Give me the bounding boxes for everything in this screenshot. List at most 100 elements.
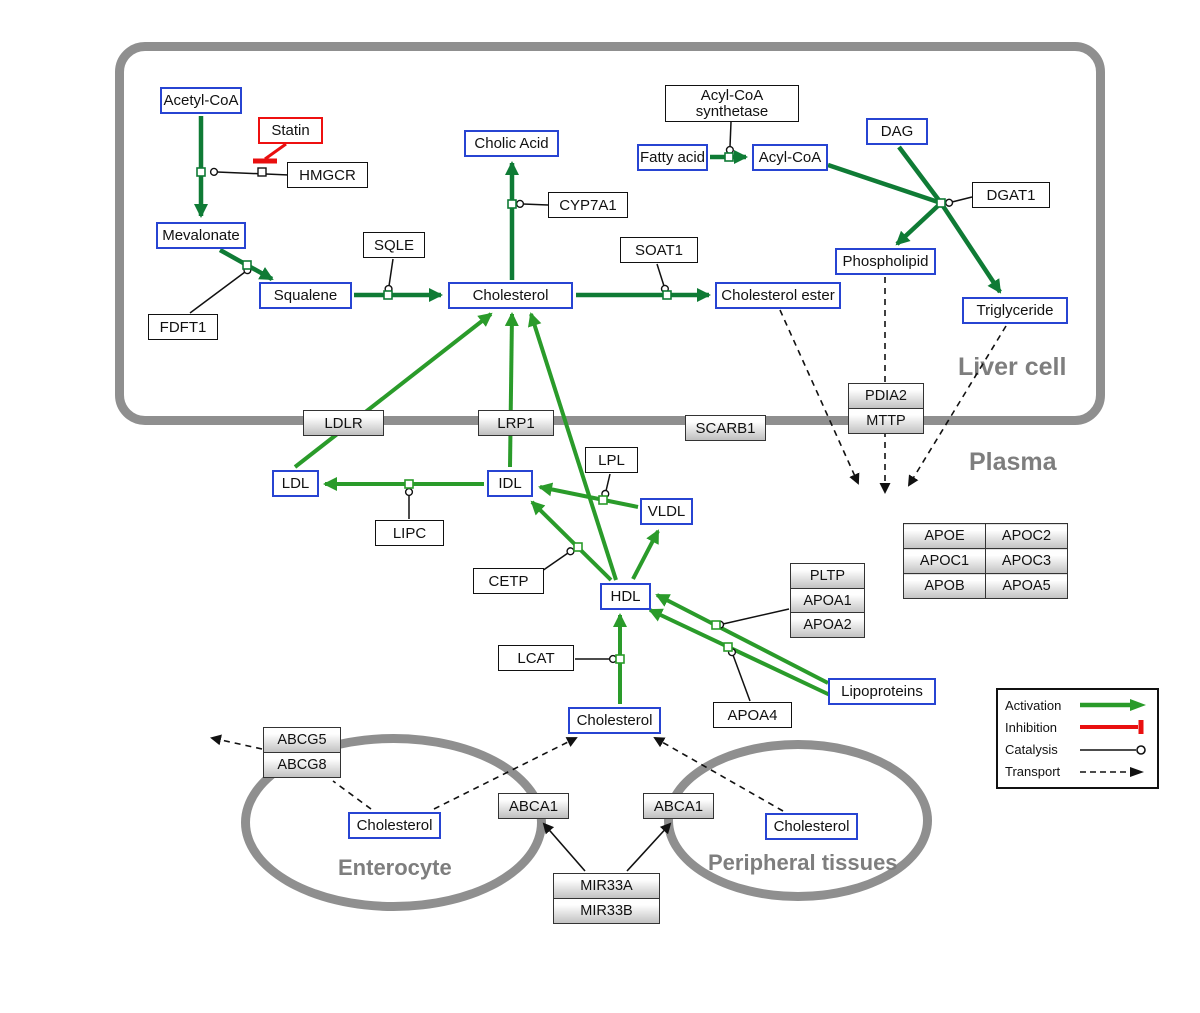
edge-idl-cholesterol-via-lrp1: [504, 312, 519, 468]
node-mir33a[interactable]: MIR33A: [553, 873, 660, 899]
catalysis-cetp: [541, 547, 575, 572]
node-lipoproteins[interactable]: Lipoproteins: [828, 678, 936, 705]
node-abca1-right[interactable]: ABCA1: [643, 793, 714, 819]
node-mttp[interactable]: MTTP: [848, 407, 924, 434]
node-cholesterol-ester[interactable]: Cholesterol ester: [715, 282, 841, 309]
node-apoc2[interactable]: APOC2: [985, 523, 1068, 549]
junction-apoa4: [723, 642, 733, 652]
node-acyl-coa[interactable]: Acyl-CoA: [752, 144, 828, 171]
node-acyl-coa-synthetase[interactable]: Acyl-CoA synthetase: [665, 85, 799, 122]
node-hdl[interactable]: HDL: [600, 583, 651, 610]
edge-statin-inhibition: [264, 142, 287, 161]
node-lpl[interactable]: LPL: [585, 447, 638, 473]
junction-cetp: [573, 542, 583, 552]
node-phospholipid[interactable]: Phospholipid: [835, 248, 936, 275]
transport-abcg-efflux: [210, 734, 263, 750]
transport-cholesterol-to-abcg: [332, 780, 372, 810]
catalysis-soat1: [656, 263, 670, 293]
node-abcg8[interactable]: ABCG8: [263, 751, 341, 778]
node-apoe[interactable]: APOE: [903, 523, 986, 549]
liver-cell-compartment: [115, 42, 1105, 425]
catalysis-sqle: [384, 258, 394, 294]
legend-row-catalysis: Catalysis: [1005, 742, 1150, 758]
node-acetyl-coa[interactable]: Acetyl-CoA: [160, 87, 242, 114]
node-sqle[interactable]: SQLE: [363, 232, 425, 258]
transport-edges: [210, 277, 1007, 812]
edge-hdl-vldl: [631, 529, 660, 580]
node-dgat1[interactable]: DGAT1: [972, 182, 1050, 208]
node-ldlr[interactable]: LDLR: [303, 410, 384, 436]
node-apoa4[interactable]: APOA4: [713, 702, 792, 728]
node-apoc3[interactable]: APOC3: [985, 548, 1068, 574]
junction-acylcoa-synthetase: [724, 152, 734, 162]
legend-row-inhibition: Inhibition: [1005, 719, 1150, 735]
legend-transport-label: Transport: [1005, 764, 1061, 780]
node-cholesterol-liver[interactable]: Cholesterol: [448, 282, 573, 309]
pltp-apoa-stack: PLTP APOA1 APOA2: [790, 563, 865, 639]
node-apoa5[interactable]: APOA5: [985, 573, 1068, 599]
node-cholesterol-enterocyte[interactable]: Cholesterol: [348, 812, 441, 839]
junction-sqle: [383, 290, 393, 300]
pdia2-mttp-stack: PDIA2 MTTP: [848, 383, 924, 434]
node-statin[interactable]: Statin: [258, 117, 323, 144]
junction-dgat1: [936, 198, 946, 208]
node-abcg5[interactable]: ABCG5: [263, 727, 341, 753]
node-lipc[interactable]: LIPC: [375, 520, 444, 546]
catalysis-hmgcr: [209, 167, 290, 176]
edge-hdl-idl-via-cetp: [530, 500, 613, 582]
edge-dag-dgat1-junction: [897, 145, 943, 205]
node-triglyceride[interactable]: Triglyceride: [962, 297, 1068, 324]
node-pltp[interactable]: PLTP: [790, 563, 865, 589]
node-squalene[interactable]: Squalene: [259, 282, 352, 309]
edge-ldl-cholesterol-via-ldlr: [293, 312, 493, 469]
legend-activation-label: Activation: [1005, 697, 1062, 713]
node-abca1-left[interactable]: ABCA1: [498, 793, 569, 819]
node-idl[interactable]: IDL: [487, 470, 533, 497]
node-hmgcr[interactable]: HMGCR: [287, 162, 368, 188]
legend-row-activation: Activation: [1005, 697, 1150, 713]
inhibition-tbar-icon: [1080, 720, 1144, 735]
node-apoa1[interactable]: APOA1: [790, 587, 865, 614]
node-apoc1[interactable]: APOC1: [903, 548, 986, 574]
node-apoa2[interactable]: APOA2: [790, 612, 865, 639]
transport-enterocyte-cholesterol: [433, 737, 578, 810]
node-fatty-acid[interactable]: Fatty acid: [637, 144, 708, 171]
legend-row-transport: Transport: [1005, 764, 1150, 780]
catalysis-dgat1: [944, 196, 973, 207]
acyl-coa-synthetase-line1: Acyl-CoA: [700, 86, 764, 104]
node-lcat[interactable]: LCAT: [498, 645, 574, 671]
node-apob[interactable]: APOB: [903, 573, 986, 599]
node-cholesterol-plasma[interactable]: Cholesterol: [568, 707, 661, 734]
reaction-junctions: [196, 152, 946, 664]
node-cholic-acid[interactable]: Cholic Acid: [464, 130, 559, 157]
node-mir33b[interactable]: MIR33B: [553, 897, 660, 924]
node-mevalonate[interactable]: Mevalonate: [156, 222, 246, 249]
node-ldl[interactable]: LDL: [272, 470, 319, 497]
activation-arrow-icon: [1080, 699, 1146, 712]
junction-lpl: [598, 495, 608, 505]
transport-peripheral-cholesterol: [653, 737, 784, 812]
edge-junction-phospholipid: [895, 201, 943, 246]
legend-catalysis-label: Catalysis: [1005, 742, 1058, 758]
node-scarb1[interactable]: SCARB1: [685, 415, 766, 441]
legend: Activation Inhibition Catalysis Transpor…: [996, 688, 1159, 789]
edge-junction-triglyceride: [939, 201, 1002, 294]
transport-triglyceride-plasma: [907, 325, 1007, 487]
catalysis-lpl: [601, 473, 611, 499]
junction-pltp: [711, 620, 721, 630]
junction-fdft1: [242, 260, 252, 270]
node-cholesterol-peripheral[interactable]: Cholesterol: [765, 813, 858, 840]
node-lrp1[interactable]: LRP1: [478, 410, 554, 436]
transport-cholesterolester-plasma: [779, 309, 860, 485]
abcg-stack: ABCG5 ABCG8: [263, 727, 341, 778]
enterocyte-compartment: [241, 734, 546, 911]
node-pdia2[interactable]: PDIA2: [848, 383, 924, 409]
node-cetp[interactable]: CETP: [473, 568, 544, 594]
node-vldl[interactable]: VLDL: [640, 498, 693, 525]
node-cyp7a1[interactable]: CYP7A1: [548, 192, 628, 218]
node-fdft1[interactable]: FDFT1: [148, 314, 218, 340]
node-dag[interactable]: DAG: [866, 118, 928, 145]
node-soat1[interactable]: SOAT1: [620, 237, 698, 263]
catalysis-fdft1: [189, 266, 252, 314]
